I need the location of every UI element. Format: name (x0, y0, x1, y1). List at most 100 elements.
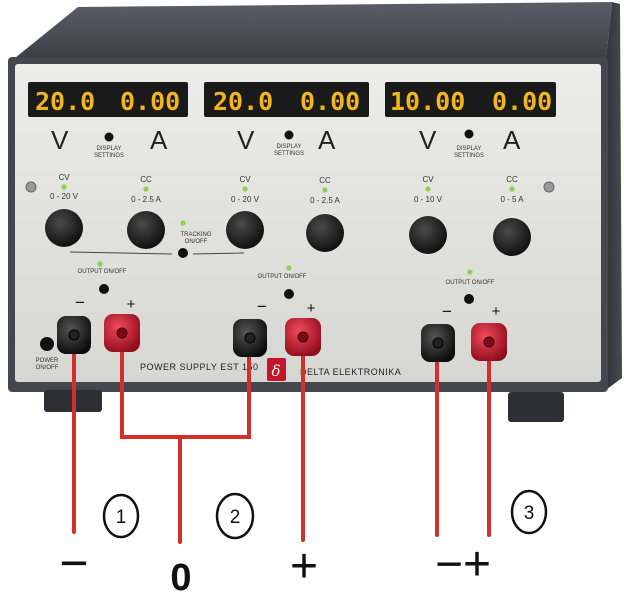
display-1-current: 0.00 (120, 87, 180, 116)
display-settings-label-2b: SETTINGS (274, 151, 304, 157)
circle-label-3-text: 3 (524, 503, 535, 524)
current-knob-1[interactable] (127, 211, 165, 249)
mode-labels: CV 0 - 20 V CC 0 - 2.5 A CV 0 - 20 V CC … (50, 173, 524, 205)
tracking-switch: TRACKING ON/OFF (69, 220, 245, 258)
terminal-signs: − + − + − + (75, 293, 501, 321)
power-label-b: ON/OFF (36, 365, 59, 371)
display-settings-button-1[interactable] (104, 132, 114, 142)
cabinet-top (15, 2, 612, 60)
display-2-voltage: 20.0 (213, 87, 273, 116)
knobs (45, 209, 531, 256)
terminal-2-minus-sign: − (257, 297, 267, 316)
voltage-knob-1[interactable] (45, 209, 83, 247)
circle-label-3 (510, 489, 548, 535)
output-button-3[interactable] (464, 294, 474, 304)
tracking-led (180, 220, 186, 226)
cc-led-3 (509, 186, 515, 192)
cv-label-2: CV (239, 175, 251, 184)
display-3 (385, 82, 556, 117)
foot-right (508, 392, 564, 422)
unit-volt-2: V (237, 125, 255, 155)
circle-label-1 (102, 493, 140, 539)
cc-label-1: CC (140, 175, 152, 184)
cc-led-2 (322, 187, 328, 193)
panel-screw (25, 181, 37, 193)
range-label-5: 0 - 10 V (414, 195, 443, 204)
display-settings-label-2: DISPLAY (277, 144, 302, 150)
cv-led-2 (242, 186, 248, 192)
output-button-1[interactable] (99, 284, 109, 294)
front-panel (15, 64, 601, 382)
terminal-3-minus-sign: − (442, 302, 452, 321)
range-label-1: 0 - 20 V (50, 192, 79, 201)
tracking-label-b: ON/OFF (185, 239, 208, 245)
wire-bridge (120, 346, 251, 439)
terminal-1-plus-sign: + (127, 296, 136, 313)
display-settings-label-1b: SETTINGS (94, 153, 124, 159)
displays: 20.0 0.00 20.0 0.00 10.00 0.00 (28, 82, 556, 117)
voltage-knob-2[interactable] (226, 211, 264, 249)
power-button[interactable] (40, 337, 54, 351)
circle-labels: 1 2 3 (102, 489, 548, 540)
unit-amp-1: A (150, 125, 168, 155)
label-plus: + (290, 540, 318, 593)
tracking-line-left (69, 251, 173, 255)
unit-amp-2: A (318, 125, 336, 155)
range-label-4: 0 - 2.5 A (310, 196, 340, 205)
cabinet (8, 2, 622, 422)
display-settings-label-1: DISPLAY (97, 146, 122, 152)
panel-screw (543, 181, 555, 193)
circle-label-2-text: 2 (230, 507, 241, 528)
brand-label: DELTA ELEKTRONIKA (300, 367, 401, 377)
label-minus-plus: −+ (435, 538, 491, 591)
terminal-3-plus-sign: + (492, 303, 501, 320)
binding-posts (57, 314, 507, 362)
output-button-2[interactable] (284, 289, 294, 299)
unit-volt-3: V (419, 125, 437, 155)
cv-led-3 (425, 186, 431, 192)
display-2-current: 0.00 (300, 87, 360, 116)
cv-label-1: CV (58, 173, 70, 182)
display-3-current: 0.00 (492, 87, 552, 116)
circle-label-2 (215, 492, 255, 540)
unit-volt-1: V (51, 125, 69, 155)
circle-label-1-text: 1 (116, 507, 127, 528)
terminal-1-minus-sign: − (75, 293, 85, 312)
display-settings-button-3[interactable] (464, 129, 474, 139)
display-settings-button-2[interactable] (284, 130, 294, 140)
output-label-2: OUTPUT ON/OFF (258, 274, 307, 280)
tracking-line-right (192, 252, 245, 255)
display-settings-label-3b: SETTINGS (454, 153, 484, 159)
brand-strip: POWER SUPPLY EST 150 δ DELTA ELEKTRONIKA (140, 358, 401, 381)
voltage-knob-3[interactable] (409, 216, 447, 254)
current-knob-3[interactable] (493, 218, 531, 256)
cc-label-3: CC (506, 175, 518, 184)
display-2 (204, 82, 369, 117)
unit-amp-3: A (503, 125, 521, 155)
tracking-button[interactable] (178, 248, 188, 258)
wires (72, 346, 491, 544)
cc-label-2: CC (319, 176, 331, 185)
label-zero: 0 (170, 557, 191, 593)
polarity-labels: − 0 + −+ (59, 535, 491, 593)
power-label: POWER (36, 358, 59, 364)
current-knob-2[interactable] (306, 214, 344, 252)
tracking-label: TRACKING (180, 232, 211, 238)
display-3-voltage: 10.00 (390, 87, 465, 116)
model-label: POWER SUPPLY EST 150 (140, 362, 259, 372)
range-label-2: 0 - 2.5 A (131, 195, 161, 204)
display-1-voltage: 20.0 (35, 87, 95, 116)
cv-led-1 (61, 184, 67, 190)
terminal-2-plus-sign: + (307, 300, 316, 317)
output-label-3: OUTPUT ON/OFF (446, 280, 495, 286)
output-controls: OUTPUT ON/OFF OUTPUT ON/OFF OUTPUT ON/OF… (78, 261, 495, 304)
delta-logo (267, 358, 286, 381)
power-switch: POWER ON/OFF (36, 337, 59, 371)
output-label-1: OUTPUT ON/OFF (78, 269, 127, 275)
range-label-3: 0 - 20 V (231, 195, 260, 204)
label-minus-1: − (59, 535, 88, 591)
output-led-3 (467, 269, 473, 275)
display-1 (28, 82, 188, 117)
output-led-1 (97, 261, 103, 267)
